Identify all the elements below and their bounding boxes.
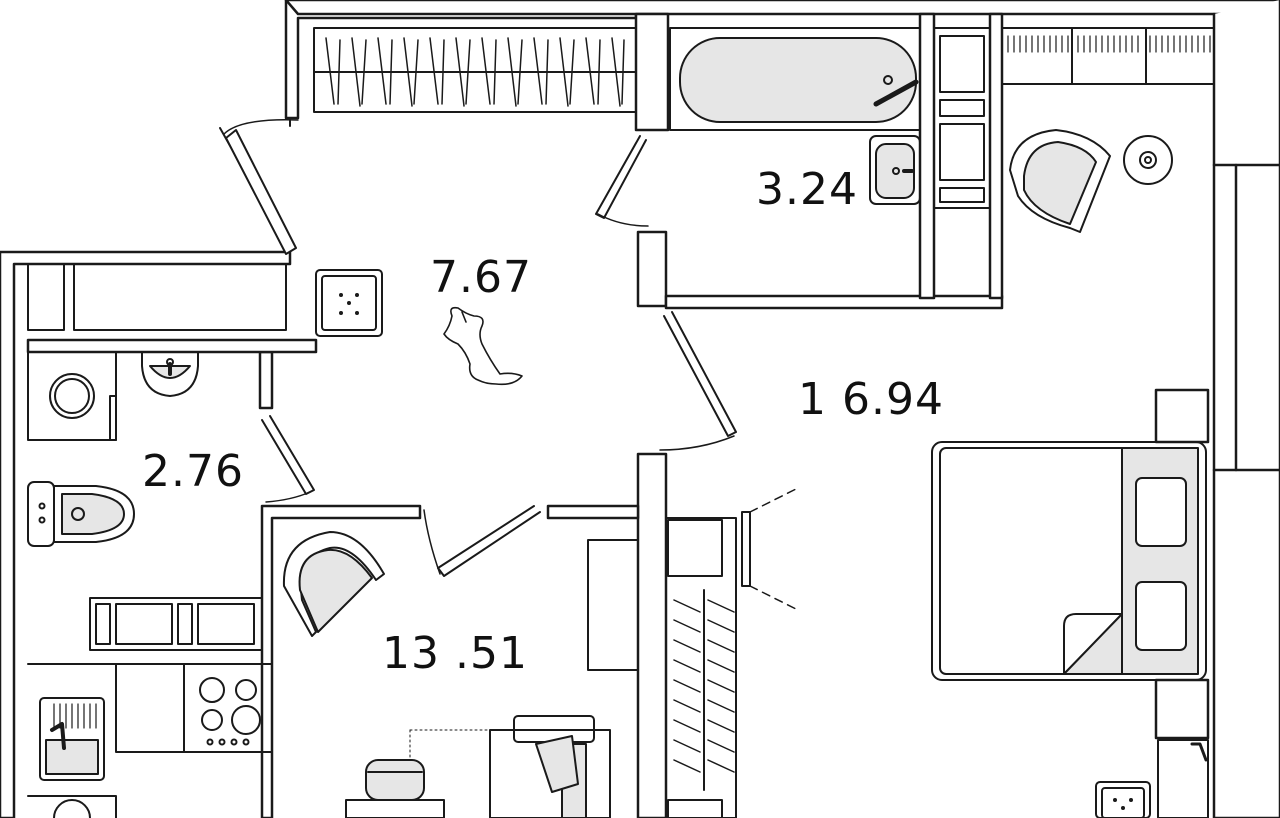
- door-icon: [219, 117, 299, 255]
- wardrobe-icon: [665, 517, 737, 818]
- wall-bath-bottom: [664, 294, 1004, 310]
- bathtub-icon: [669, 27, 921, 131]
- shelf-unit: [587, 539, 639, 671]
- area-label-toilet: 2.76: [142, 446, 244, 497]
- wall-right-lower: [1212, 468, 1280, 818]
- sofa-icon: [409, 715, 611, 818]
- wall-kitchen-top-left: [260, 504, 422, 818]
- door-icon: [423, 505, 541, 577]
- cabinet: [89, 597, 263, 651]
- toilet-icon: [27, 481, 135, 547]
- wardrobe-hangers: [325, 37, 625, 107]
- pillow-icon: [1135, 477, 1187, 547]
- wall-top: [284, 0, 1280, 16]
- wardrobe-hall: [27, 263, 383, 337]
- sink-icon: [141, 351, 199, 397]
- wall-right: [1212, 0, 1280, 167]
- armchair-icon: [1009, 129, 1111, 233]
- wardrobe-icon: [27, 263, 65, 331]
- sink-icon: [869, 135, 921, 205]
- wall-closet-right: [988, 12, 1004, 300]
- door-icon: [659, 311, 737, 451]
- wall-toilet-top: [26, 338, 318, 354]
- wall-bath-door-jamb: [636, 230, 668, 308]
- wardrobe-bedroom: [665, 517, 737, 818]
- wall-closet-stub-2: [1154, 678, 1210, 740]
- sink-icon: [39, 697, 105, 781]
- wall-kitchen-right: [636, 452, 668, 818]
- dog-icon: [443, 306, 523, 386]
- washing-machine-icon: [27, 351, 117, 441]
- shoe-cabinet: [315, 269, 383, 337]
- area-label-bedroom: 1 6.94: [798, 374, 944, 425]
- wardrobe-icon: [313, 27, 637, 113]
- stove-icon: [183, 663, 273, 753]
- area-label-kitchen: 13 .51: [382, 628, 528, 679]
- door-icon: [595, 135, 649, 227]
- bed-icon: [931, 441, 1207, 681]
- wall-toilet-right: [258, 350, 274, 410]
- nightstand: [1157, 739, 1209, 818]
- wall-bath-right: [918, 12, 936, 300]
- area-labels: 7.67 3.24 1 6.94 2.76 13 .51: [142, 164, 944, 679]
- floor-lamp-icon: [53, 799, 91, 818]
- washing-machine-icon: [933, 27, 991, 297]
- area-label-hall: 7.67: [430, 252, 532, 303]
- window-right: [1212, 163, 1280, 472]
- ventilation-shaft-icon: [1095, 781, 1151, 818]
- tv-icon: [741, 487, 799, 611]
- kitchen-counter: [27, 663, 273, 818]
- radiator-icon: [1001, 27, 1215, 85]
- table-icon: [345, 799, 445, 818]
- door-icon: [261, 415, 315, 503]
- area-label-bathroom: 3.24: [756, 164, 858, 215]
- wall-closet-stub: [1154, 388, 1210, 444]
- wall-kitchen-top-right: [546, 504, 640, 520]
- floor-lamp-icon: [1123, 135, 1173, 185]
- wardrobe-icon: [73, 263, 287, 331]
- pillow-icon: [1135, 581, 1187, 651]
- wardrobe-top: [313, 27, 637, 113]
- chair-icon: [365, 759, 425, 801]
- armchair-icon: [282, 531, 385, 637]
- wall-bath-left: [634, 12, 670, 132]
